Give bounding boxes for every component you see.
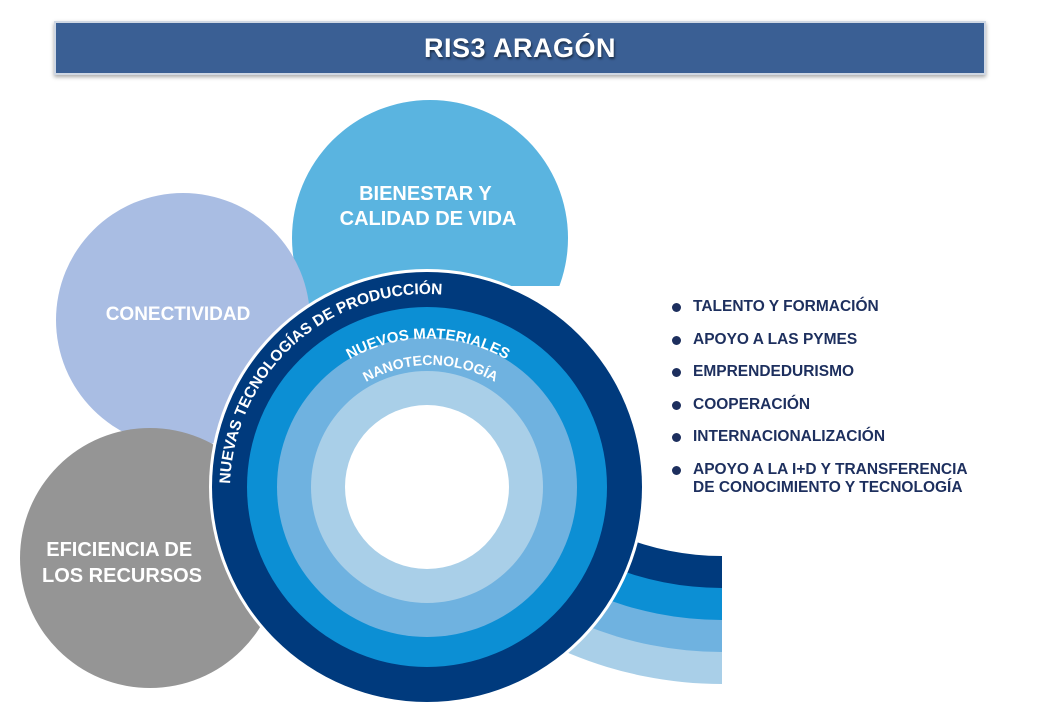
bullet-icon — [672, 303, 681, 312]
bullet-icon — [672, 465, 681, 475]
axes-list: TALENTO Y FORMACIÓN APOYO A LAS PYMES EM… — [672, 298, 1032, 511]
label-conectividad: CONECTIVIDAD — [106, 304, 251, 325]
list-item: TALENTO Y FORMACIÓN — [672, 298, 1032, 316]
title-banner: RIS3 ARAGÓN — [54, 21, 986, 75]
ring-center — [345, 405, 509, 569]
list-item: EMPRENDEDURISMO — [672, 363, 1032, 381]
label-eficiencia: EFICIENCIA DE LOS RECURSOS — [42, 539, 202, 587]
ring-label-inner: TIC’S — [410, 406, 447, 422]
list-item: COOPERACIÓN — [672, 396, 1032, 414]
list-item: APOYO A LAS PYMES — [672, 331, 1032, 349]
label-bienestar: BIENESTAR Y CALIDAD DE VIDA — [340, 183, 517, 230]
bullet-icon — [672, 335, 681, 345]
list-item: INTERNACIONALIZACIÓN — [672, 428, 1032, 446]
bullet-icon — [672, 400, 681, 410]
page-title: RIS3 ARAGÓN — [423, 32, 617, 63]
bullet-icon — [672, 368, 681, 377]
bullet-icon — [672, 433, 681, 442]
